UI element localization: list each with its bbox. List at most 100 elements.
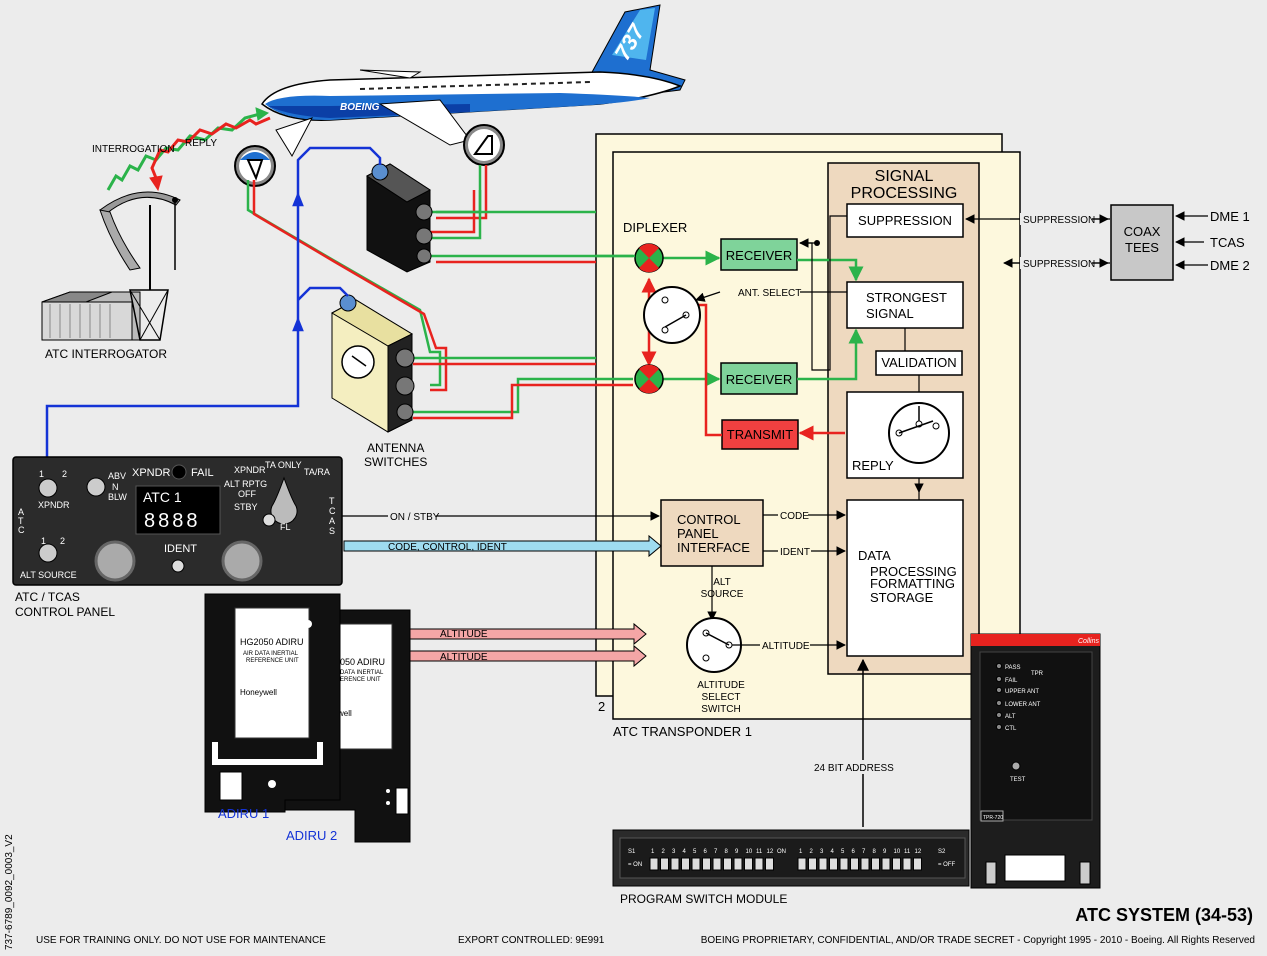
address-label: 24 BIT ADDRESS [814, 763, 894, 774]
transponder-1-label: ATC TRANSPONDER 1 [613, 724, 752, 739]
dme1-label: DME 1 [1210, 209, 1250, 224]
tpr-label: TPR [1031, 671, 1044, 677]
altitude-out-label: ALTITUDE [762, 641, 810, 652]
atc-interrogator-icon: ATC INTERROGATOR [41, 191, 181, 361]
altitude-switch-line2: SELECT [702, 692, 741, 703]
coax-line2: TEES [1125, 240, 1159, 255]
psm-dip-switch[interactable] [871, 857, 880, 871]
ctl-label: CTL [1005, 726, 1017, 732]
tcas-side-c: C [329, 506, 336, 516]
test-button[interactable] [1011, 761, 1021, 771]
xpndr-selector-knob[interactable] [38, 478, 58, 498]
ident-button-label: IDENT [164, 543, 197, 555]
ident-button[interactable] [171, 559, 185, 573]
psm-switch-number: 3 [672, 849, 676, 855]
psm-dip-switch[interactable] [670, 857, 680, 871]
psm-dip-switch[interactable] [808, 857, 817, 871]
signal-processing-title-1: SIGNAL [875, 168, 934, 185]
address-bus: 24 BIT ADDRESS [812, 658, 906, 827]
cpi-line1: CONTROL [677, 512, 741, 527]
psm-dip-switch[interactable] [744, 857, 753, 871]
transponder-2-label: 2 [598, 699, 605, 714]
psm-label: PROGRAM SWITCH MODULE [620, 892, 787, 906]
psm-dip-switch[interactable] [660, 857, 669, 871]
psm-switch-number: 10 [894, 849, 901, 855]
diplexer-label: DIPLEXER [623, 220, 687, 235]
psm-dip-switch[interactable] [754, 857, 764, 871]
psm-switch-number: 7 [714, 849, 718, 855]
psm-dip-switch[interactable] [691, 857, 701, 871]
antenna-select-switch-icon [643, 286, 701, 344]
tpr-status-led [995, 711, 1003, 719]
alt-rptg-label: ALT RPTG [224, 479, 267, 489]
adiru-2-desc2: ERENCE UNIT [340, 677, 381, 683]
interrogation-label: INTERROGATION [92, 144, 175, 155]
data-processing-line4: STORAGE [870, 590, 934, 605]
psm-switch-number: 1 [651, 849, 655, 855]
abv-n-blw-knob[interactable] [86, 477, 106, 497]
on-stby-label: ON / STBY [390, 512, 440, 523]
validation-label: VALIDATION [881, 355, 956, 370]
alt-1: 1 [41, 536, 46, 546]
psm-dip-switch[interactable] [860, 857, 870, 871]
psm-dip-switch[interactable] [797, 857, 807, 871]
tcas-side-t: T [329, 496, 335, 506]
tpr-status-led [995, 662, 1003, 670]
psm-dip-switch[interactable] [733, 857, 743, 871]
psm-dip-switch[interactable] [839, 857, 849, 871]
suppression-label-1: SUPPRESSION [1023, 215, 1095, 226]
atc-side-t: T [18, 516, 24, 526]
control-panel-label-2: CONTROL PANEL [15, 605, 115, 619]
cpi-line2: PANEL [677, 526, 719, 541]
mode-selector-knob[interactable] [270, 476, 298, 525]
psm-dip-switch[interactable] [818, 857, 828, 871]
data-processing-box [846, 499, 964, 657]
suppression-label-2: SUPPRESSION [1023, 259, 1095, 270]
antenna-switch-upper [366, 163, 433, 273]
psm-dip-switch[interactable] [649, 857, 659, 871]
display-code: 8888 [144, 510, 201, 532]
fail-label: FAIL [191, 467, 214, 479]
alt-source-line2: SOURCE [701, 589, 744, 600]
psm-dip-switch[interactable] [723, 857, 732, 871]
psm-switch-number: 6 [704, 849, 708, 855]
psm-dip-switch[interactable] [681, 857, 690, 871]
fl-toggle[interactable] [262, 513, 276, 527]
psm-dip-switch[interactable] [850, 857, 859, 871]
adiru-2-maker: ywell [334, 709, 352, 718]
adiru-1-maker: Honeywell [240, 688, 277, 697]
altitude-switch-line3: SWITCH [701, 704, 740, 715]
psm-dip-switch[interactable] [712, 857, 722, 871]
ant-select-label: ANT. SELECT [738, 288, 801, 299]
reply-box-label: REPLY [852, 458, 894, 473]
lower-ant-label: LOWER ANT [1005, 702, 1041, 708]
antenna-switch-lower: ANTENNA SWITCHES [330, 294, 427, 469]
tpr-model-label: TPR-720 [983, 815, 1003, 821]
psm-dip-switch[interactable] [765, 857, 774, 871]
alt-source-knob[interactable] [38, 543, 58, 563]
psm-dip-switch[interactable] [829, 857, 838, 871]
adiru-1-unit: HG2050 ADIRU AIR DATA INERTIAL REFERENCE… [204, 593, 341, 821]
right-code-knob[interactable] [221, 540, 263, 582]
footer-training-notice: USE FOR TRAINING ONLY. DO NOT USE FOR MA… [36, 935, 326, 946]
psm-s1-label: S1 [628, 849, 636, 855]
antenna-switches-line2: SWITCHES [364, 455, 427, 469]
transmit-label: TRANSMIT [727, 427, 794, 442]
altitude-arrow-2-label: ALTITUDE [440, 652, 488, 663]
psm-switch-number: 5 [693, 849, 697, 855]
psm-dip-switch[interactable] [902, 857, 912, 871]
psm-switch-number: 2 [662, 849, 666, 855]
psm-switch-number: 9 [735, 849, 739, 855]
psm-dip-switch[interactable] [702, 857, 711, 871]
dme2-label: DME 2 [1210, 258, 1250, 273]
left-code-knob[interactable] [94, 540, 136, 582]
psm-switch-number: 8 [725, 849, 729, 855]
tpr-720-unit: Collins PASS TPR FAIL UPPER ANT LOWER AN… [970, 633, 1101, 889]
strongest-signal-line2: SIGNAL [866, 306, 914, 321]
psm-dip-switch[interactable] [913, 857, 922, 871]
psm-dip-switch[interactable] [892, 857, 901, 871]
psm-dip-switch[interactable] [881, 857, 891, 871]
adiru-1-label: ADIRU 1 [218, 806, 269, 821]
alt-source-label: ALT SOURCE [20, 570, 77, 580]
